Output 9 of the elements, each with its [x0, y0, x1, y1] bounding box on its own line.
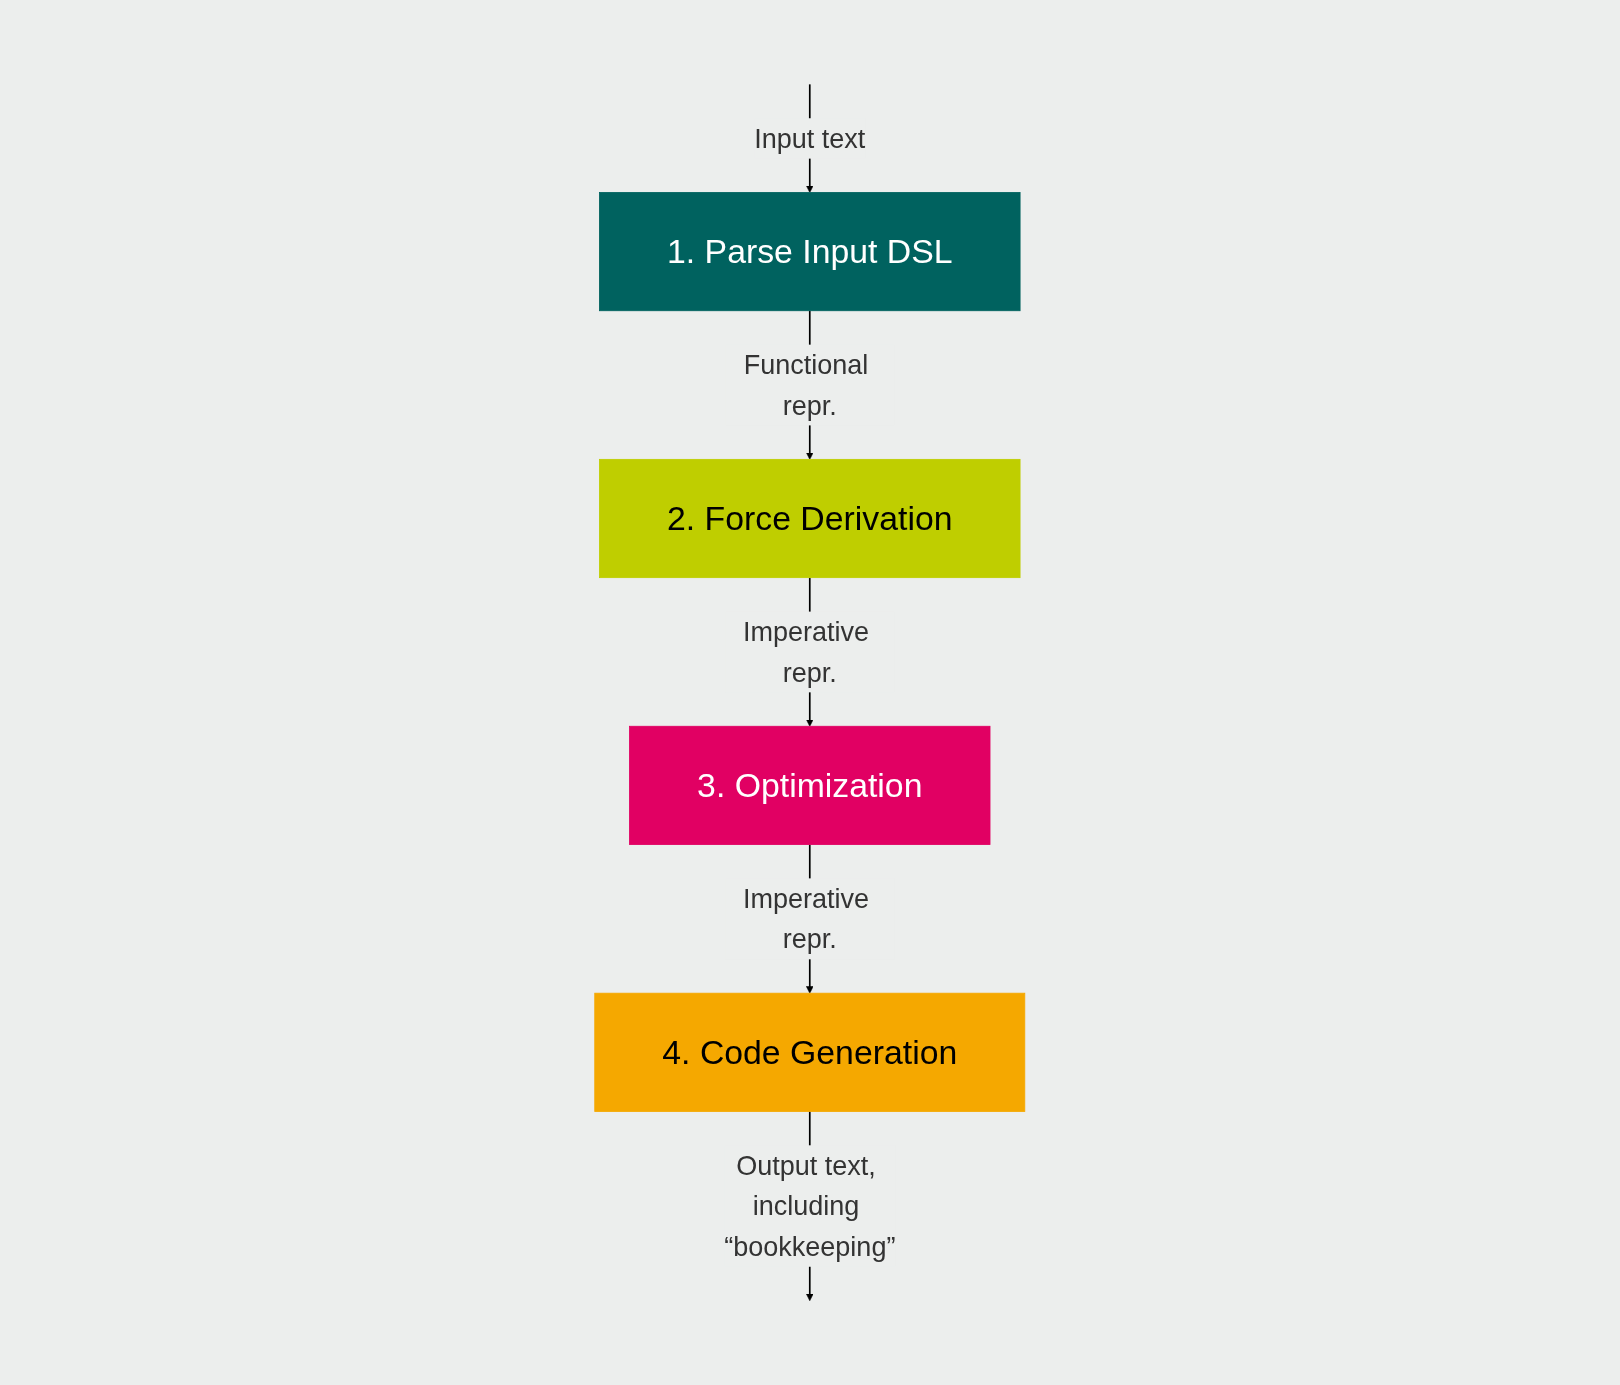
edge-label: Imperative repr.	[743, 883, 870, 955]
edge-label: Imperative repr.	[743, 616, 870, 688]
edge-label: Input text	[754, 123, 866, 154]
edge-label: Functional repr.	[743, 349, 869, 421]
edge-label: Output text, including “bookkeeping”	[724, 1150, 896, 1262]
node-box: 1. Parse Input DSL	[599, 192, 1021, 312]
node-box: 3. Optimization	[629, 725, 991, 845]
node-box: 4. Code Generation	[594, 992, 1026, 1112]
node-box: 2. Force Derivation	[599, 458, 1021, 579]
